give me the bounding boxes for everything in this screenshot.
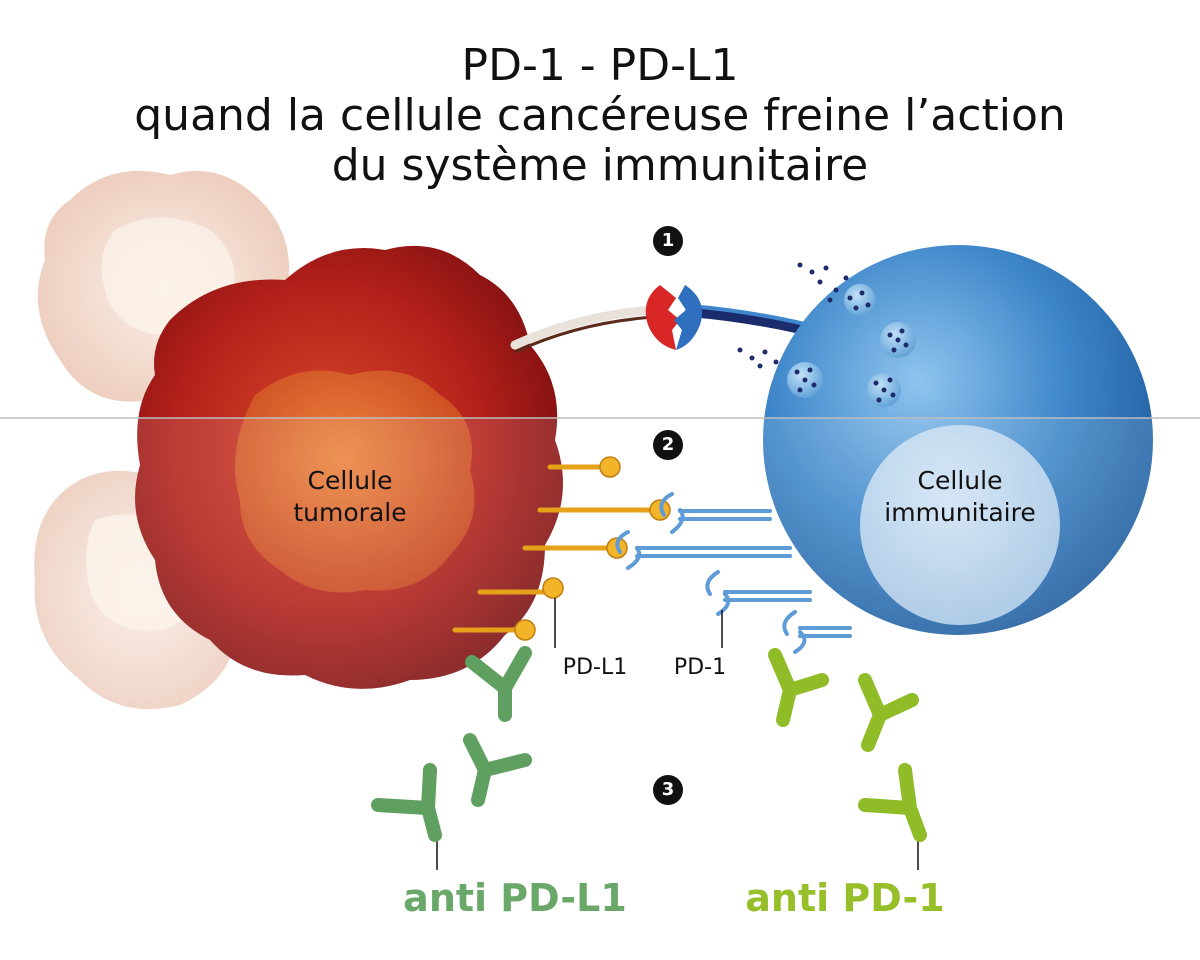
- granule: [844, 284, 876, 316]
- step-marker-1: 1: [653, 226, 683, 256]
- title-line-1: PD-1 - PD-L1: [461, 40, 739, 91]
- tumor-cell: [135, 245, 563, 689]
- title-line-2: quand la cellule cancéreuse freine l’act…: [134, 90, 1066, 141]
- anti-pd-l1-label: anti PD-L1: [403, 876, 627, 920]
- anti-pd-1-antibodies: [768, 648, 927, 842]
- step-marker-2: 2: [653, 430, 683, 460]
- anti-pd-1-label: anti PD-1: [745, 876, 945, 920]
- anti-pd-l1-antibodies: [371, 646, 532, 842]
- step1-interaction: [510, 285, 830, 354]
- immune-cell-label: Cellule immunitaire: [884, 466, 1036, 527]
- title-line-3: du système immunitaire: [331, 140, 869, 191]
- leader-lines: [436, 598, 919, 870]
- pd-l1-ligands: [452, 464, 658, 633]
- pd-l1-label: PD-L1: [562, 655, 628, 680]
- pd-l1-ligand-heads: [514, 456, 671, 641]
- pd-1-label: PD-1: [673, 655, 727, 680]
- immune-cell: [737, 245, 1153, 635]
- step-marker-3: 3: [653, 775, 683, 805]
- pd-1-receptors: [615, 492, 852, 654]
- tumor-cell-label: Cellule tumorale: [293, 466, 407, 527]
